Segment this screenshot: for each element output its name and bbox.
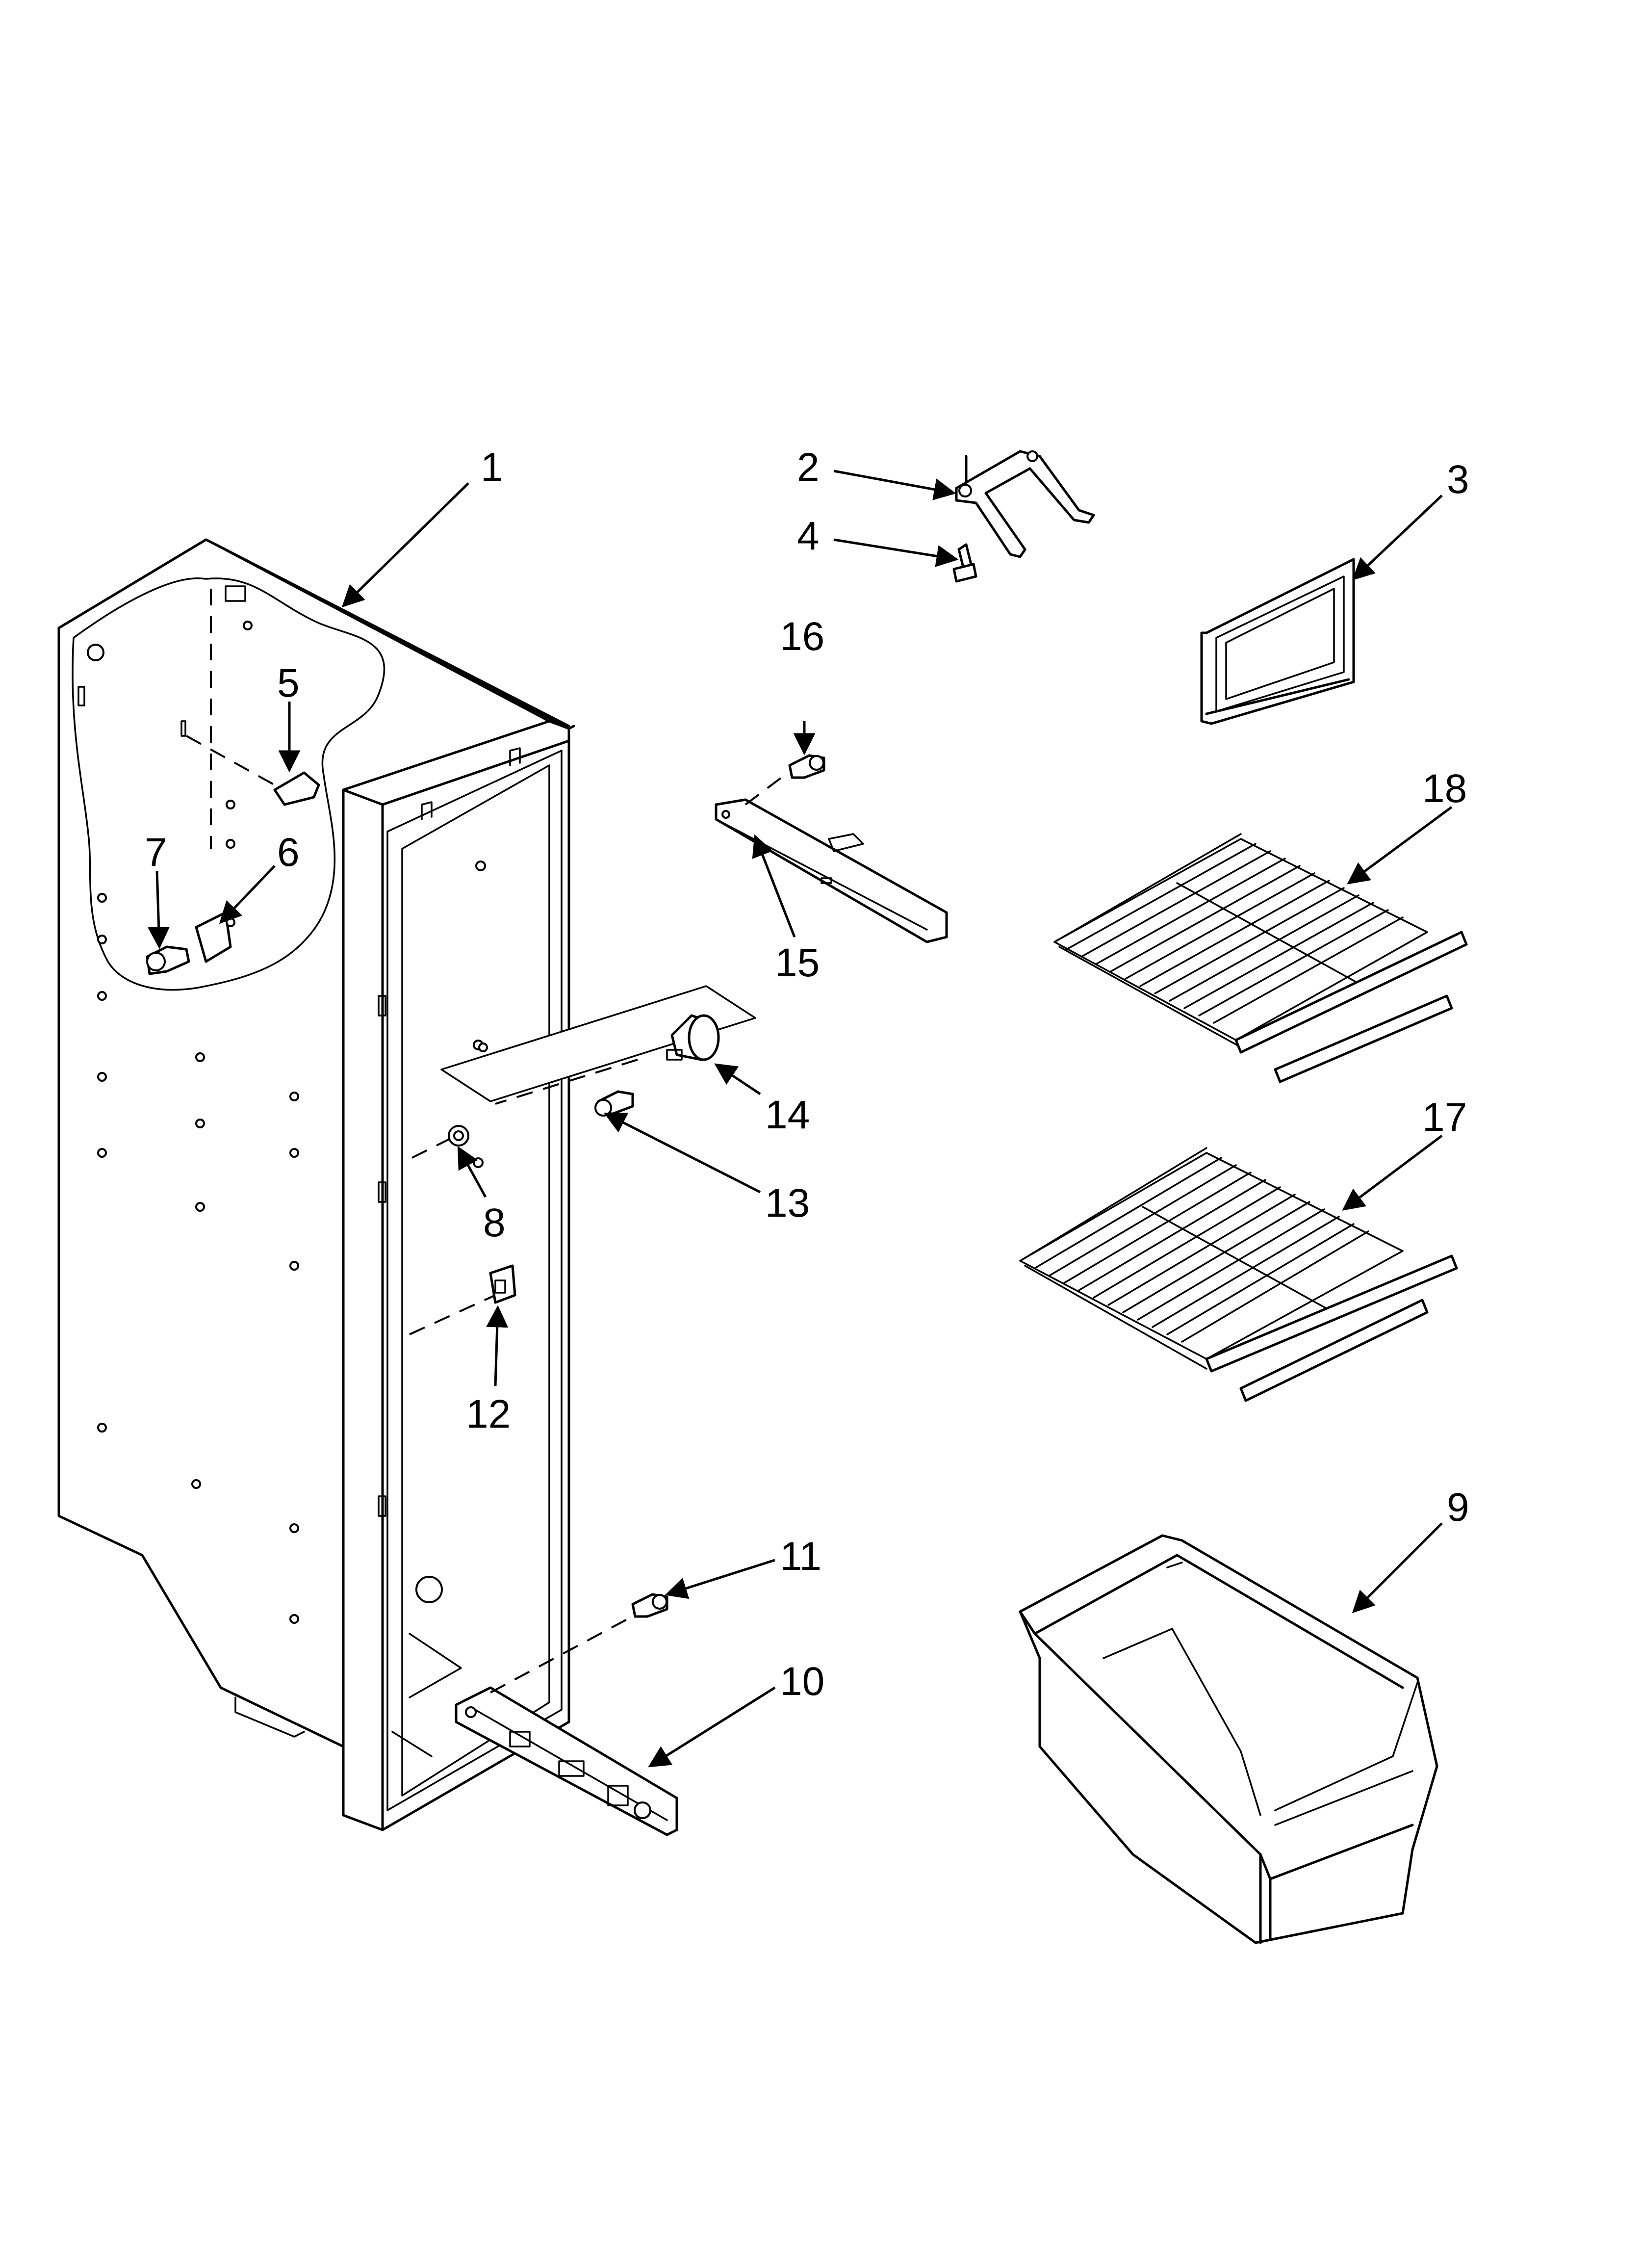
callout-3: 3 [1447, 457, 1469, 502]
side-wall-holes [97, 893, 299, 1624]
callout-15: 15 [775, 940, 820, 985]
callout-1: 1 [481, 445, 503, 490]
callout-4: 4 [797, 514, 820, 558]
callout-9: 9 [1447, 1485, 1469, 1530]
frame-part-3 [1200, 558, 1355, 725]
wire-shelf-part-18 [1053, 833, 1468, 1083]
callout-leaders [148, 469, 1453, 1768]
callout-14: 14 [765, 1093, 810, 1137]
callout-7: 7 [145, 830, 167, 875]
storage-bin-part-9 [1019, 1534, 1438, 1944]
shelf-rail-parts-15-16 [715, 754, 948, 943]
callout-5: 5 [277, 661, 300, 705]
callout-10: 10 [780, 1659, 824, 1704]
plug-part-8 [411, 1125, 469, 1159]
callout-16: 16 [780, 614, 824, 659]
callout-8: 8 [483, 1200, 506, 1245]
callout-13: 13 [765, 1181, 810, 1225]
freezer-liner-part-1 [57, 538, 575, 1831]
callout-17: 17 [1422, 1095, 1467, 1140]
connector-part-12 [409, 1264, 516, 1335]
callout-18: 18 [1422, 766, 1467, 811]
bottom-bracket-parts-10-11 [455, 1593, 678, 1836]
bracket-parts-2-4 [952, 450, 1095, 583]
callout-11: 11 [780, 1534, 821, 1579]
callout-2: 2 [797, 445, 820, 490]
light-socket-parts-13-14 [440, 985, 756, 1117]
wire-shelf-part-17 [1019, 1147, 1458, 1402]
callout-12: 12 [466, 1392, 511, 1436]
callout-6: 6 [277, 830, 300, 875]
callout-labels: 1 2 3 4 5 6 7 8 9 10 11 12 13 14 15 16 1… [145, 445, 1469, 1704]
